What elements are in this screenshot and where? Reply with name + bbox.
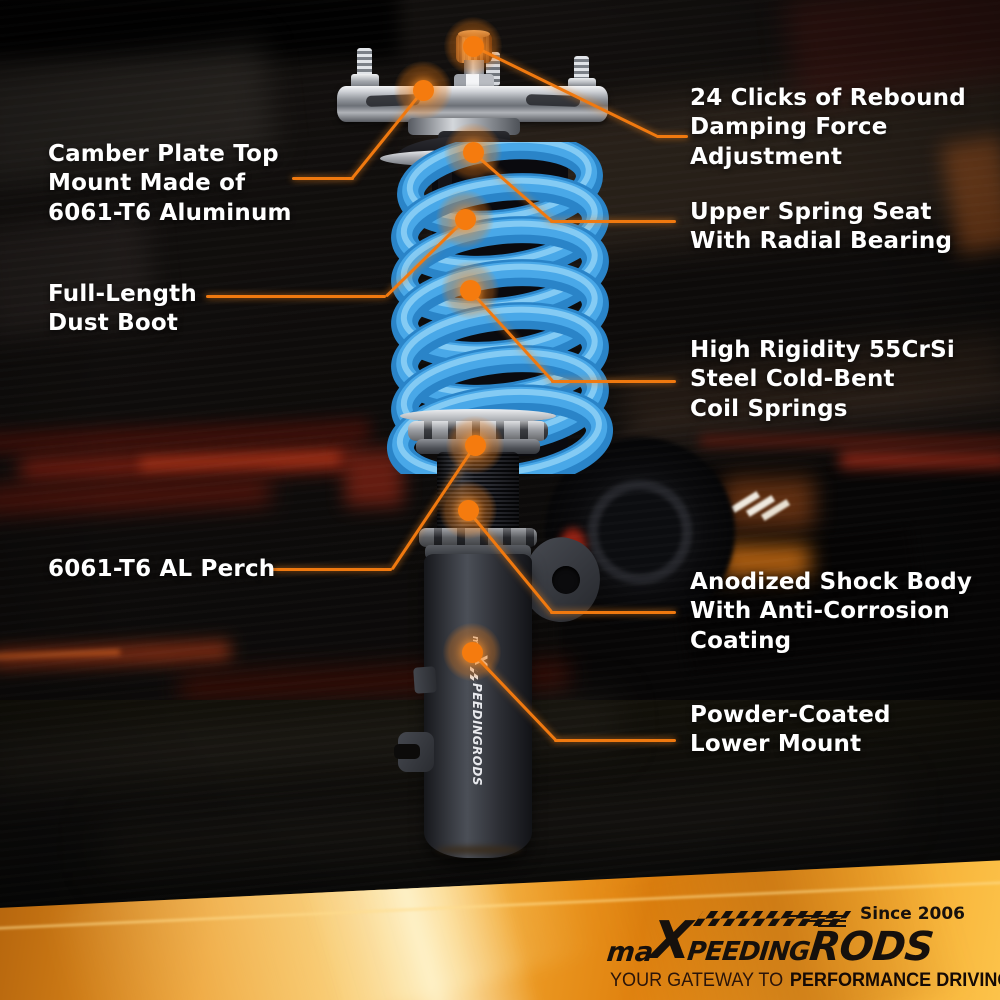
callout-label-shock-body: Anodized Shock Body With Anti-Corrosion … [690, 569, 973, 654]
callout-line [656, 135, 688, 138]
tagline-prefix: YOUR GATEWAY TO [610, 970, 784, 991]
callout-dot [394, 61, 452, 119]
brand-wordmark: ma X peeding RODS [605, 911, 936, 971]
callout-label-lower-mount: Powder-Coated Lower Mount [690, 702, 891, 758]
callout-dot [444, 17, 502, 75]
callout-dot [443, 623, 501, 681]
callout-dot [436, 190, 494, 248]
callout-dot [446, 416, 504, 474]
callout-line [272, 568, 392, 571]
callout-label-camber-plate: Camber Plate Top Mount Made of 6061-T6 A… [48, 141, 292, 226]
callout-label-perch: 6061-T6 AL Perch [48, 556, 276, 582]
callout-line [477, 47, 659, 138]
callout-line [551, 380, 676, 383]
callout-label-spring-seat: Upper Spring Seat With Radial Bearing [690, 199, 953, 255]
lock-collar [419, 528, 537, 547]
tagline-bold: PERFORMANCE DRIVING [789, 970, 1000, 991]
callout-line [550, 220, 676, 223]
callout-dot [444, 123, 502, 181]
callout-line [554, 739, 676, 742]
callout-dot [439, 481, 497, 539]
callout-line [550, 611, 676, 614]
callout-label-rebound: 24 Clicks of Rebound Damping Force Adjus… [690, 85, 966, 170]
callout-line [292, 177, 354, 180]
callout-label-coil-springs: High Rigidity 55CrSi Steel Cold-Bent Coi… [690, 337, 955, 422]
brand-peeding: peeding [685, 937, 811, 968]
brand-logo: Since 2006 ma X peeding RODS YOUR GATEWA… [580, 896, 1000, 996]
callout-dot [441, 261, 499, 319]
callout-label-dust-boot: Full-Length Dust Boot [48, 281, 197, 337]
callout-line [206, 295, 386, 298]
brand-ma: ma [605, 936, 655, 968]
brand-rods: RODS [807, 923, 936, 970]
